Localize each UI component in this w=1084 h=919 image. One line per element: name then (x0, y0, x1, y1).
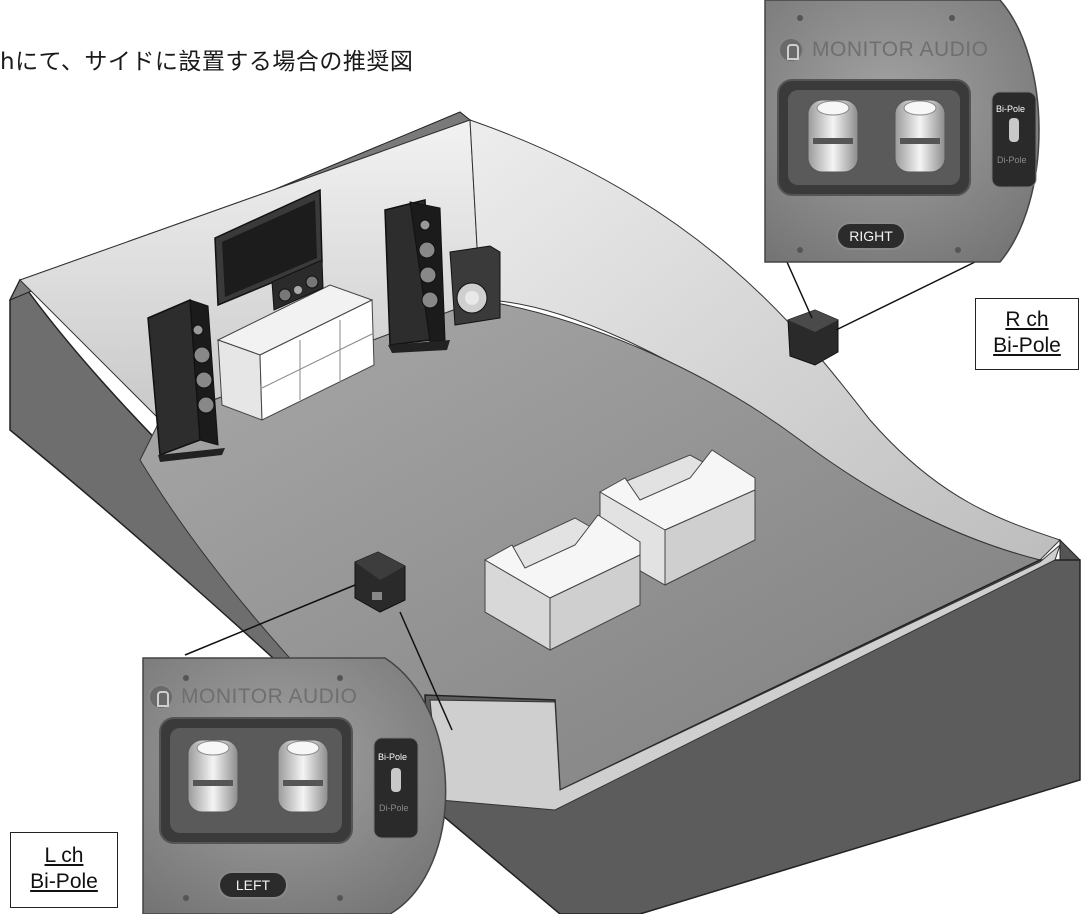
brand-label-right: MONITOR AUDIO (812, 38, 989, 61)
callout-left-line1: L ch (44, 844, 84, 867)
binding-post-left-2 (277, 739, 329, 813)
switch-label-dipole-left: Di-Pole (379, 803, 409, 813)
binding-post-right-1 (807, 99, 859, 173)
switch-label-dipole-right: Di-Pole (997, 155, 1027, 165)
callout-right-channel: R ch Bi-Pole (975, 298, 1079, 370)
surround-speaker-left (354, 551, 406, 613)
monitor-audio-logo-right (778, 37, 804, 63)
switch-label-bipole-right: Bi-Pole (996, 104, 1026, 114)
front-wall-inner (429, 543, 1062, 811)
front-left-tower-speaker (147, 298, 225, 462)
channel-pill-left: LEFT (218, 871, 288, 899)
front-right-tower-speaker (384, 199, 450, 353)
tv-stand (216, 284, 375, 421)
armchair-front (483, 514, 641, 651)
switch-label-bipole-left: Bi-Pole (378, 752, 408, 762)
page-title: hにて、サイドに設置する場合の推奨図 (0, 49, 414, 75)
brand-label-left: MONITOR AUDIO (181, 685, 358, 708)
center-speaker (271, 259, 324, 311)
bipole-switch-left (373, 737, 419, 839)
binding-post-right-2 (894, 99, 946, 173)
callout-left-channel: L ch Bi-Pole (10, 832, 118, 908)
bipole-switch-right (991, 91, 1037, 188)
leader-lines (184, 261, 976, 731)
binding-post-left-1 (187, 739, 239, 813)
callout-right-line1: R ch (1005, 308, 1049, 331)
callout-right-line2: Bi-Pole (993, 334, 1061, 357)
left-terminal-panel (142, 657, 447, 915)
channel-pill-right: RIGHT (836, 222, 906, 250)
subwoofer (449, 245, 501, 326)
right-terminal-panel (764, 0, 1040, 263)
monitor-audio-logo-left (148, 684, 174, 710)
callout-left-line2: Bi-Pole (30, 870, 98, 893)
surround-speaker-right (787, 309, 839, 366)
